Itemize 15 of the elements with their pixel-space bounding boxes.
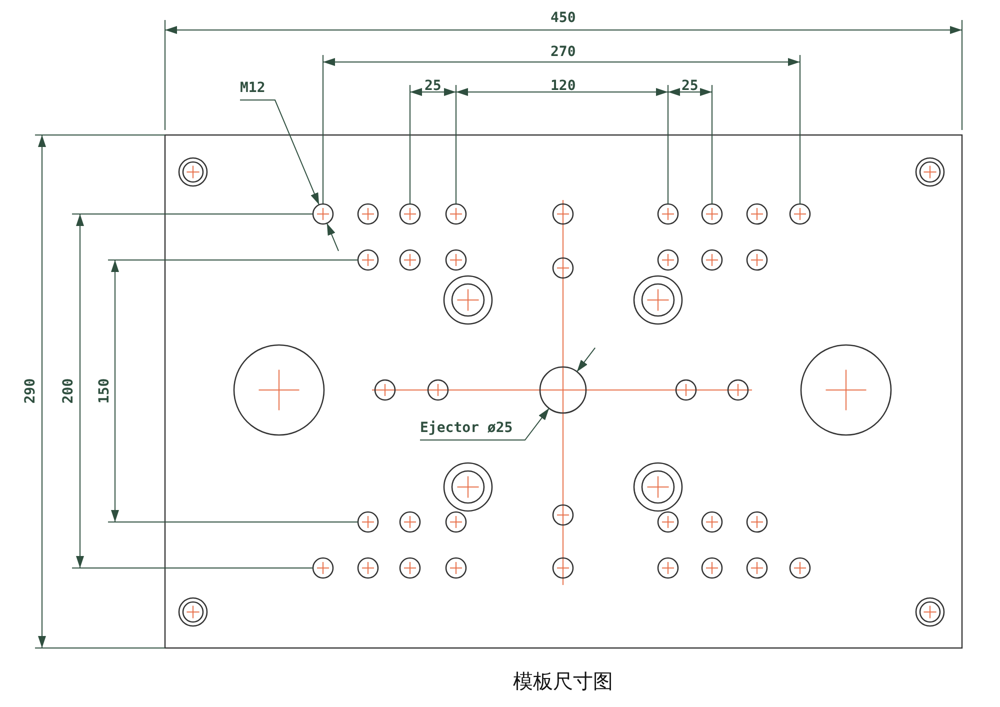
- dimension-label: 25: [424, 78, 442, 94]
- dimension-label: 25: [682, 78, 698, 94]
- dimension-label: 270: [550, 44, 576, 60]
- callout-label: Ejector ø25: [420, 420, 513, 436]
- callout-label: M12: [240, 80, 266, 96]
- dimension-label: 450: [550, 10, 576, 26]
- dimension-label: 120: [550, 78, 576, 94]
- leader-line: [420, 408, 550, 440]
- ejector-hole: [539, 366, 587, 414]
- leader-line: [240, 100, 320, 206]
- bolt-hole: [312, 203, 334, 225]
- dimension-label: 150: [96, 378, 112, 404]
- dimension-label: 290: [22, 378, 38, 404]
- dimension-label: 200: [60, 378, 76, 404]
- caption: 模板尺寸图: [513, 668, 613, 695]
